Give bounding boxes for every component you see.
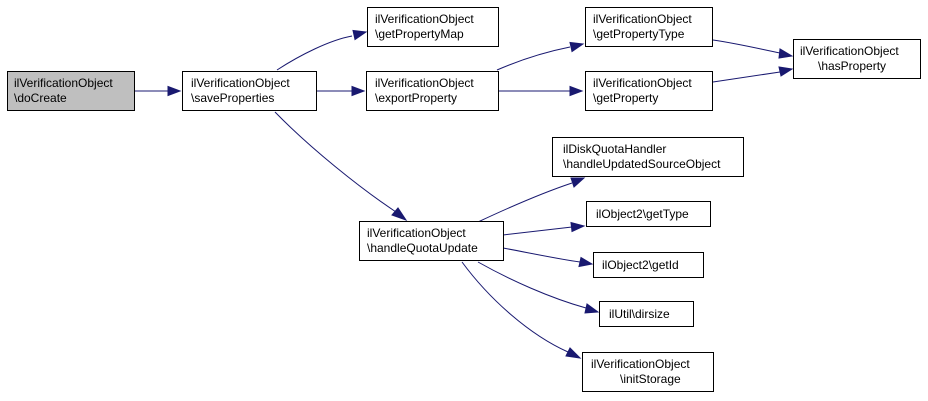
node-box	[585, 7, 713, 47]
node-box	[367, 7, 499, 47]
node-label-line2: \getPropertyType	[593, 27, 685, 41]
arrowhead	[167, 85, 182, 97]
node-label-line1: ilVerificationObject	[375, 12, 474, 26]
node-label-line2: \handleUpdatedSourceObject	[563, 157, 721, 171]
arrowhead	[569, 41, 585, 53]
node-box	[593, 252, 704, 278]
node-label-line1: ilUtil\dirsize	[609, 307, 670, 321]
node-label-line1: ilVerificationObject	[591, 357, 690, 371]
node-box	[182, 71, 317, 111]
node-label-line2: \initStorage	[620, 372, 681, 386]
node-label-line1: ilDiskQuotaHandler	[563, 142, 666, 156]
node-label-line2: \exportProperty	[375, 91, 457, 105]
edges	[135, 29, 794, 359]
arrowhead	[569, 85, 584, 97]
edge-getPropertyType-hasProperty	[712, 39, 781, 54]
node-label-line2: \hasProperty	[818, 59, 886, 73]
node-saveProperties[interactable]: ilVerificationObject \saveProperties	[182, 71, 317, 111]
node-dirsize[interactable]: ilUtil\dirsize	[599, 301, 694, 327]
node-box	[366, 71, 499, 111]
arrowhead	[570, 221, 586, 233]
node-label-line2: \getProperty	[593, 91, 658, 105]
node-getPropertyType[interactable]: ilVerificationObject \getPropertyType	[585, 7, 713, 47]
arrowhead	[570, 177, 586, 188]
node-label-line1: ilVerificationObject	[800, 44, 899, 58]
node-box	[793, 39, 921, 79]
edge-exportProperty-getPropertyType	[496, 46, 571, 71]
node-box	[359, 221, 504, 261]
node-hasProperty[interactable]: ilVerificationObject \hasProperty	[793, 39, 921, 79]
node-box	[7, 71, 135, 111]
node-label-line1: ilObject2\getType	[596, 207, 689, 221]
node-box	[582, 352, 714, 392]
arrowhead	[578, 256, 594, 268]
edge-handleQuotaUpdate-handleUpdatedSourceObject	[477, 182, 573, 223]
arrowhead	[778, 48, 794, 59]
arrowhead	[352, 29, 368, 41]
node-label-line2: \getPropertyMap	[375, 27, 464, 41]
node-getPropertyMap[interactable]: ilVerificationObject \getPropertyMap	[367, 7, 499, 47]
arrowhead	[778, 66, 794, 77]
node-exportProperty[interactable]: ilVerificationObject \exportProperty	[366, 71, 499, 111]
arrowhead	[565, 347, 582, 359]
node-box	[585, 71, 713, 111]
node-doCreate[interactable]: ilVerificationObject \doCreate	[7, 71, 135, 111]
arrowhead	[351, 85, 366, 97]
node-label-line2: \doCreate	[14, 91, 67, 105]
node-label-line1: ilObject2\getId	[602, 258, 679, 272]
node-box	[599, 301, 694, 327]
node-label-line2: \handleQuotaUpdate	[367, 241, 478, 255]
node-handleUpdatedSourceObject[interactable]: ilDiskQuotaHandler \handleUpdatedSourceO…	[552, 137, 744, 177]
node-getType[interactable]: ilObject2\getType	[586, 201, 711, 227]
edge-handleQuotaUpdate-dirsize	[477, 261, 587, 309]
arrowhead	[584, 303, 600, 314]
edge-handleQuotaUpdate-getType	[502, 226, 573, 236]
edge-saveProperties-handleQuotaUpdate	[274, 111, 397, 213]
node-label-line1: ilVerificationObject	[593, 12, 692, 26]
node-box	[552, 137, 744, 177]
node-label-line1: ilVerificationObject	[14, 76, 113, 90]
node-label-line1: ilVerificationObject	[367, 226, 466, 240]
node-handleQuotaUpdate[interactable]: ilVerificationObject \handleQuotaUpdate	[359, 221, 504, 261]
node-label-line2: \saveProperties	[191, 91, 274, 105]
node-label-line1: ilVerificationObject	[191, 76, 290, 90]
arrowhead	[391, 207, 408, 221]
edge-handleQuotaUpdate-getId	[502, 247, 581, 263]
node-initStorage[interactable]: ilVerificationObject \initStorage	[582, 352, 714, 392]
node-box	[586, 201, 711, 227]
edge-getProperty-hasProperty	[712, 71, 781, 83]
node-label-line1: ilVerificationObject	[593, 76, 692, 90]
edge-saveProperties-getPropertyMap	[276, 35, 353, 71]
node-label-line1: ilVerificationObject	[375, 76, 474, 90]
node-getId[interactable]: ilObject2\getId	[593, 252, 704, 278]
node-getProperty[interactable]: ilVerificationObject \getProperty	[585, 71, 713, 111]
edge-handleQuotaUpdate-initStorage	[461, 261, 569, 353]
